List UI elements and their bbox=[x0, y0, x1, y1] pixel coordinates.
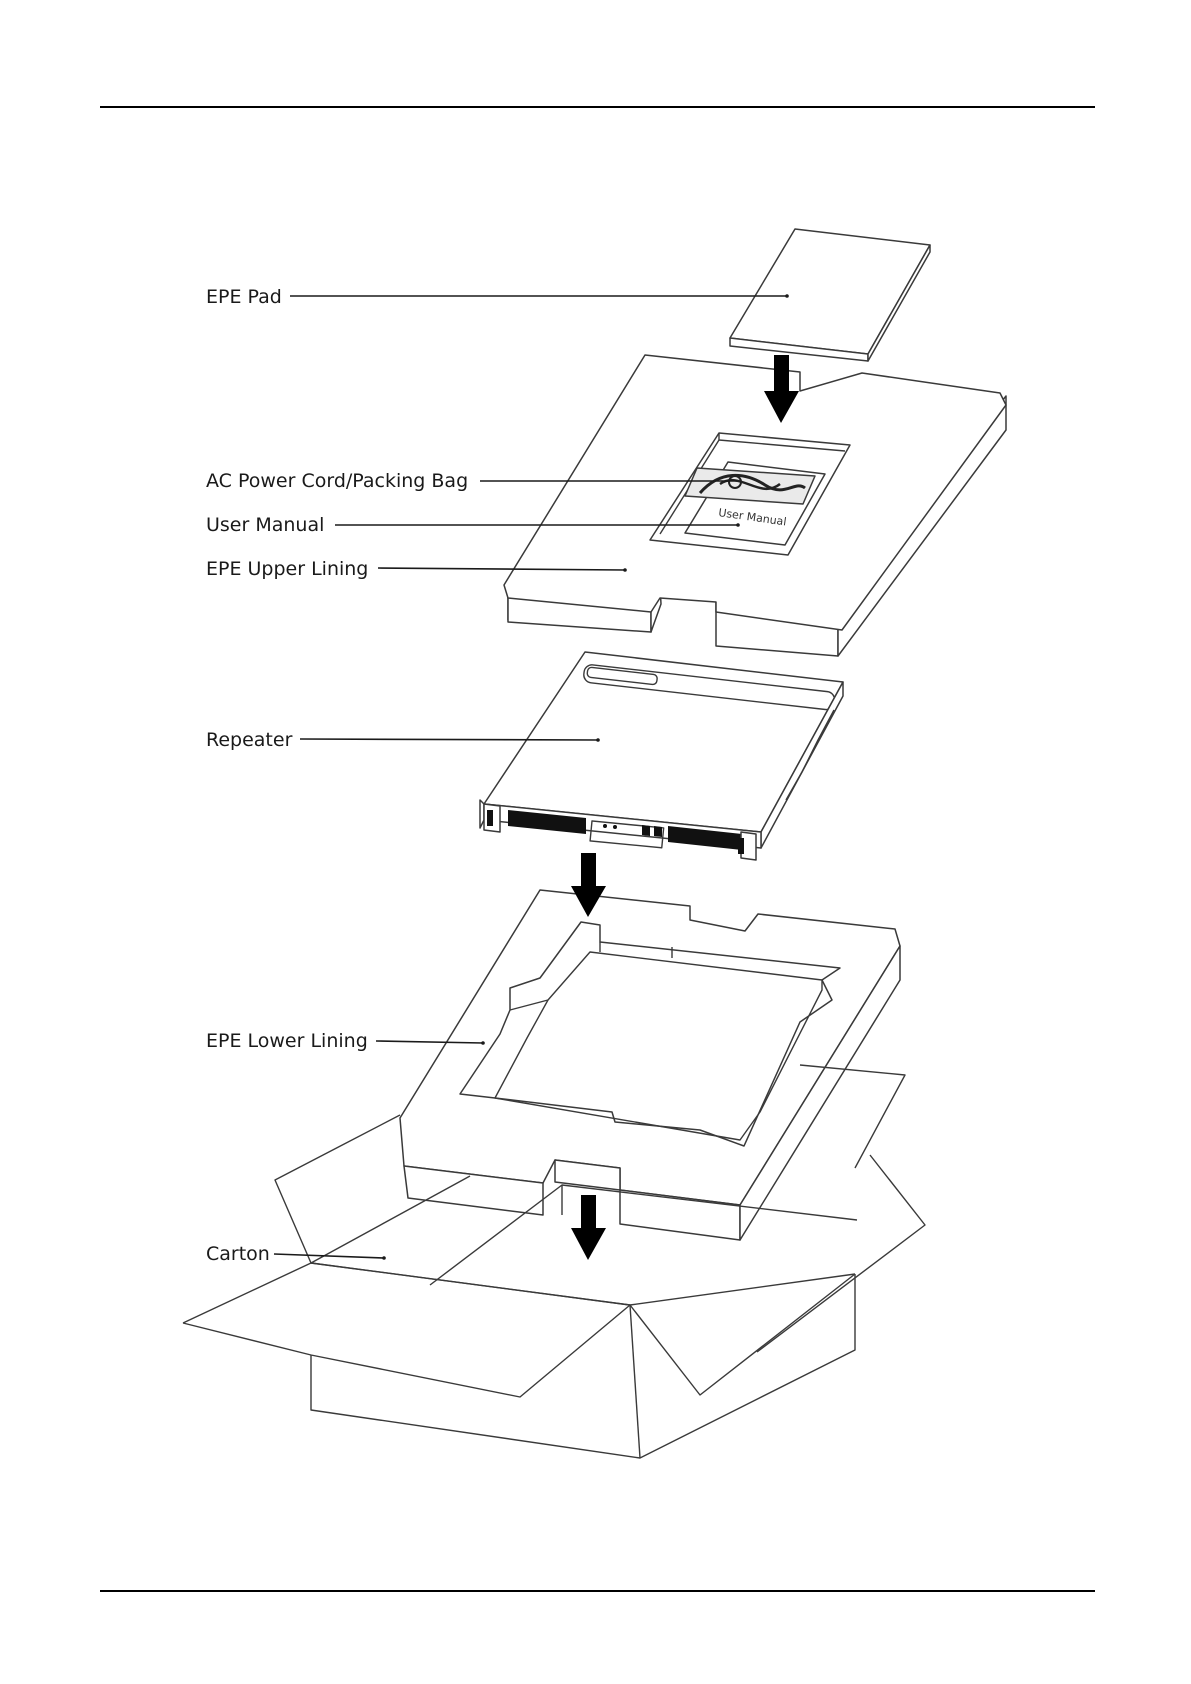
label-epe-lower-lining: EPE Lower Lining bbox=[206, 1030, 368, 1052]
arrow-down-3 bbox=[571, 1195, 606, 1260]
label-carton: Carton bbox=[206, 1243, 270, 1265]
epe-upper-lining: User Manual bbox=[504, 355, 1006, 656]
label-epe-pad: EPE Pad bbox=[206, 286, 282, 308]
callout-epe-pad: EPE Pad bbox=[206, 286, 789, 308]
epe-pad bbox=[730, 229, 930, 361]
repeater-device bbox=[480, 652, 843, 860]
label-ac-power-cord: AC Power Cord/Packing Bag bbox=[206, 470, 468, 492]
label-repeater: Repeater bbox=[206, 729, 293, 751]
label-user-manual: User Manual bbox=[206, 514, 324, 536]
label-epe-upper-lining: EPE Upper Lining bbox=[206, 558, 368, 580]
callout-carton: Carton bbox=[206, 1243, 386, 1265]
epe-lower-lining bbox=[400, 890, 900, 1240]
